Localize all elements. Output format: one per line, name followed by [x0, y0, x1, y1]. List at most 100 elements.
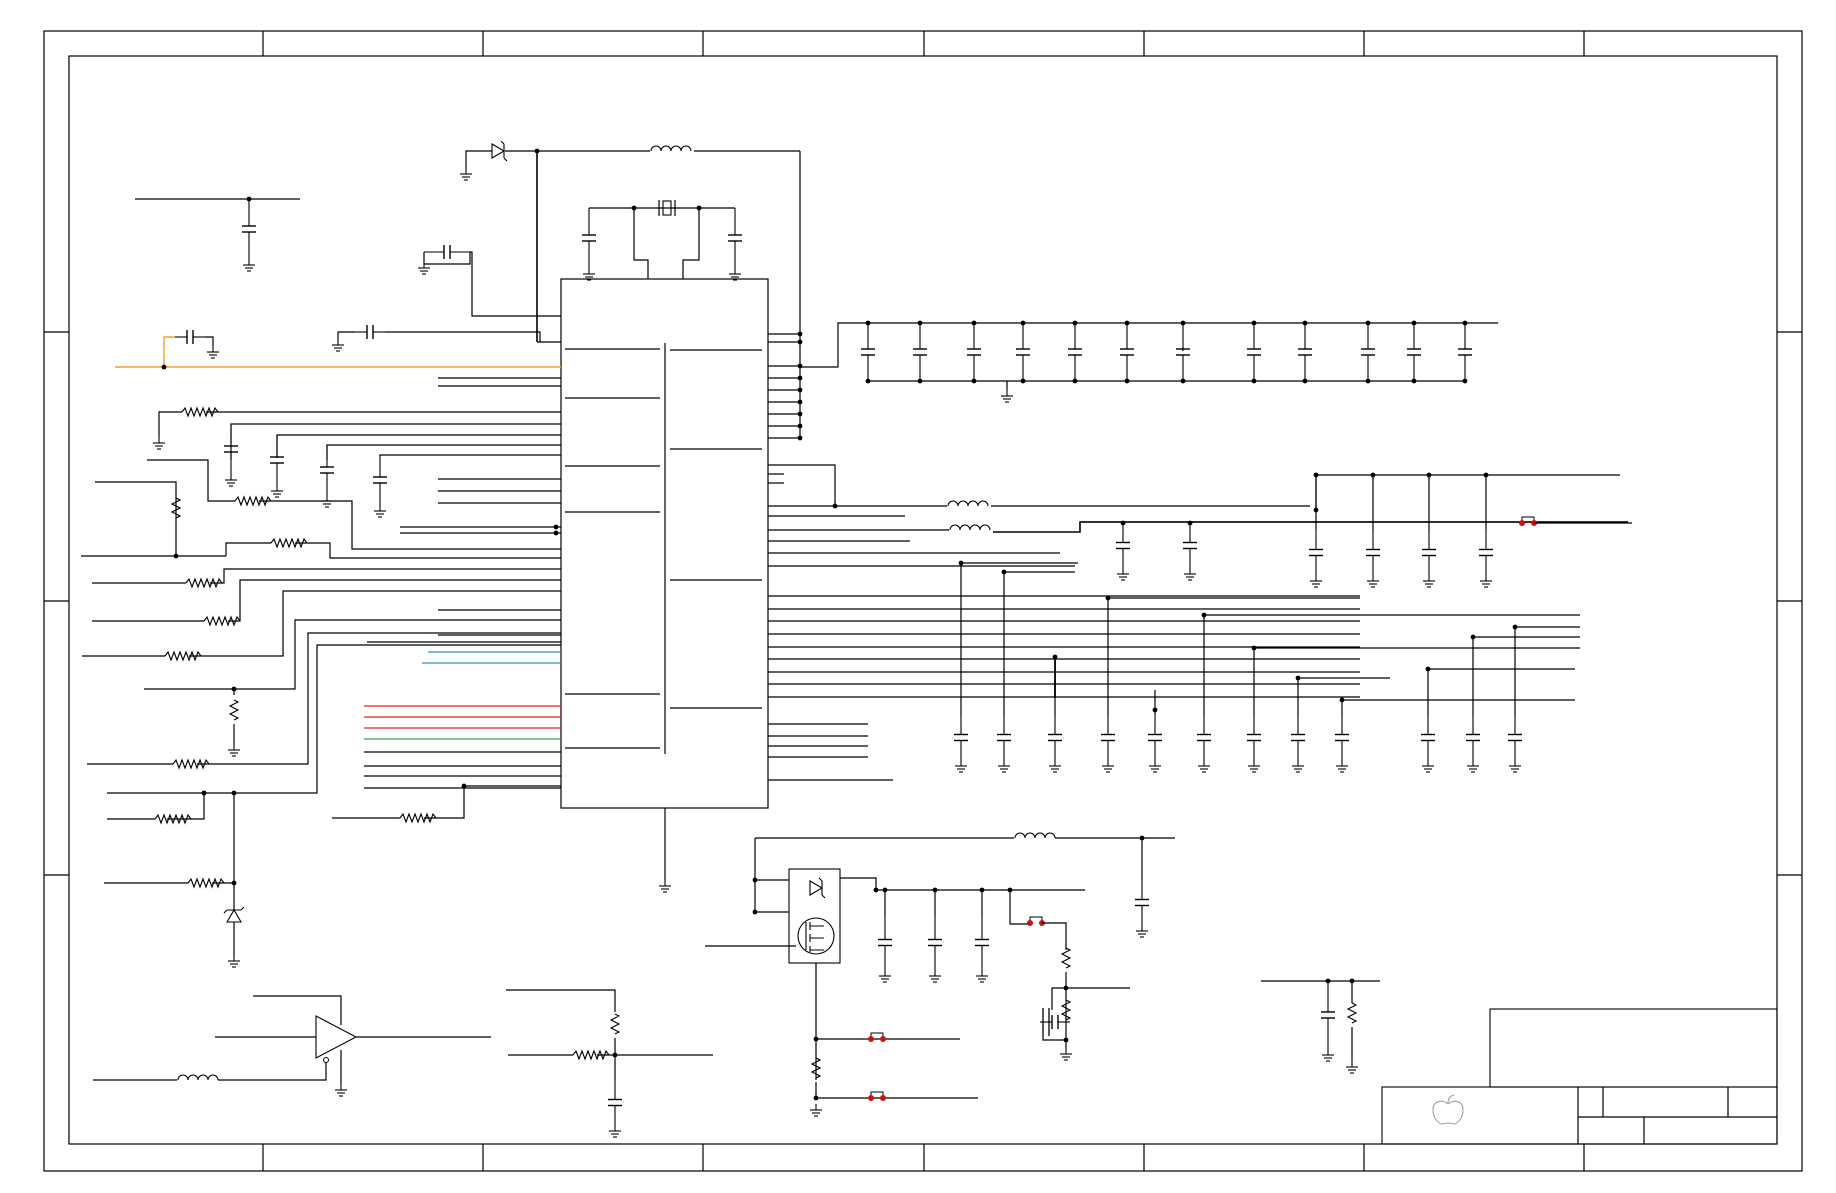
resistor-icon: [810, 1057, 822, 1079]
capacitor-icon: [878, 915, 892, 970]
fb-net: [1009, 890, 1030, 925]
resistor-icon: [609, 1013, 621, 1035]
diode-icon: [491, 140, 508, 162]
res-net: [424, 786, 465, 819]
op-amp-icon: [315, 1015, 358, 1063]
inner-frame: [68, 55, 1778, 1145]
inductor-icon: [1014, 832, 1056, 839]
cap-branch-wire: [424, 252, 471, 265]
jumper-pad: [1027, 920, 1033, 926]
cap-net: [326, 444, 561, 460]
ground-icon: [1322, 1049, 1334, 1062]
inductor-gap: [949, 520, 993, 532]
junction-dot: [797, 387, 803, 393]
capacitor-icon: [1176, 323, 1190, 381]
ground-icon: [1422, 760, 1434, 773]
capacitor-icon: [1321, 981, 1335, 1049]
wire: [337, 331, 355, 339]
res-net: [197, 632, 561, 765]
resistor-icon: [185, 577, 223, 589]
inductor-gap: [650, 143, 694, 157]
res-net: [210, 568, 561, 584]
diode-bar: [818, 877, 826, 899]
ground-icon: [609, 1125, 621, 1138]
capacitor-icon: [355, 325, 385, 339]
mosfet-circle: [797, 917, 835, 955]
ground-icon: [1480, 575, 1492, 588]
jumper-pad: [880, 1095, 886, 1101]
capacitor-icon: [1298, 323, 1312, 381]
junction-dot: [553, 524, 559, 530]
ground-icon: [1184, 568, 1196, 581]
diode-bar: [223, 906, 245, 914]
fb-net: [1051, 987, 1066, 1010]
ground-icon: [810, 1104, 822, 1117]
capacitor-icon: [224, 424, 238, 474]
resistor-icon: [187, 877, 225, 889]
capacitor-icon: [1508, 715, 1522, 760]
junction-dot: [231, 790, 237, 796]
ground-icon: [659, 880, 671, 893]
op-amp-pin: [323, 1057, 329, 1063]
resistor-icon: [164, 650, 202, 662]
junction-dot: [534, 148, 540, 154]
ground-icon: [955, 760, 967, 773]
resistor-icon: [1060, 999, 1072, 1021]
ground-icon: [1346, 1061, 1358, 1074]
jumper-pad: [1519, 520, 1525, 526]
capacitor-icon: [1361, 323, 1375, 381]
ground-icon: [1198, 760, 1210, 773]
junction-dot: [1007, 887, 1013, 893]
capacitor-icon: [320, 445, 334, 495]
capacitor-icon: [1366, 530, 1380, 575]
ground-icon: [1467, 760, 1479, 773]
ground-icon: [460, 168, 472, 181]
ground-icon: [207, 346, 219, 359]
inductor-icon: [947, 500, 989, 507]
inductor-icon: [177, 1074, 219, 1081]
diode-body: [809, 880, 824, 896]
junction-dot: [797, 331, 803, 337]
ground-icon: [374, 505, 386, 518]
capacitor-icon: [242, 199, 256, 259]
capacitor-icon: [1422, 530, 1436, 575]
capacitor-icon: [1042, 1008, 1050, 1036]
junction-dot: [797, 399, 803, 405]
jumper-icon: [1027, 916, 1045, 926]
capacitor-icon: [928, 915, 942, 970]
capacitor-icon: [1048, 715, 1062, 760]
resistor-icon: [1060, 947, 1072, 969]
res-net: [225, 542, 271, 556]
capacitor-icon: [975, 915, 989, 970]
junction-dot: [797, 435, 803, 441]
ground-icon: [1117, 568, 1129, 581]
fb-net: [1042, 1036, 1066, 1041]
capacitor-icon: [1040, 1015, 1070, 1029]
junction-dot: [1063, 1037, 1069, 1043]
ground-icon: [332, 339, 344, 352]
capacitor-icon: [270, 435, 284, 485]
ground-icon: [929, 970, 941, 983]
capacitor-icon: [861, 323, 875, 381]
resistor-icon: [203, 615, 241, 627]
res-net: [167, 793, 205, 820]
divider-net: [506, 989, 616, 1012]
diode-icon: [223, 906, 245, 923]
outer-frame: [43, 30, 1803, 1172]
resistor-icon: [154, 813, 192, 825]
inductor-icon: [650, 145, 692, 152]
res-net: [228, 579, 561, 622]
res-net: [295, 542, 561, 559]
jumper-pad: [868, 1095, 874, 1101]
capacitor-icon: [1466, 715, 1480, 760]
capacitor-icon: [1197, 715, 1211, 760]
capacitor-icon: [1407, 323, 1421, 381]
ground-icon: [1149, 760, 1161, 773]
capacitor-icon: [954, 715, 968, 760]
diode-body: [226, 908, 242, 923]
cap-net: [379, 454, 561, 456]
op-amp-supply: [253, 995, 342, 1025]
ground-icon: [1248, 760, 1260, 773]
junction-dot: [797, 411, 803, 417]
diode-body: [491, 143, 506, 159]
